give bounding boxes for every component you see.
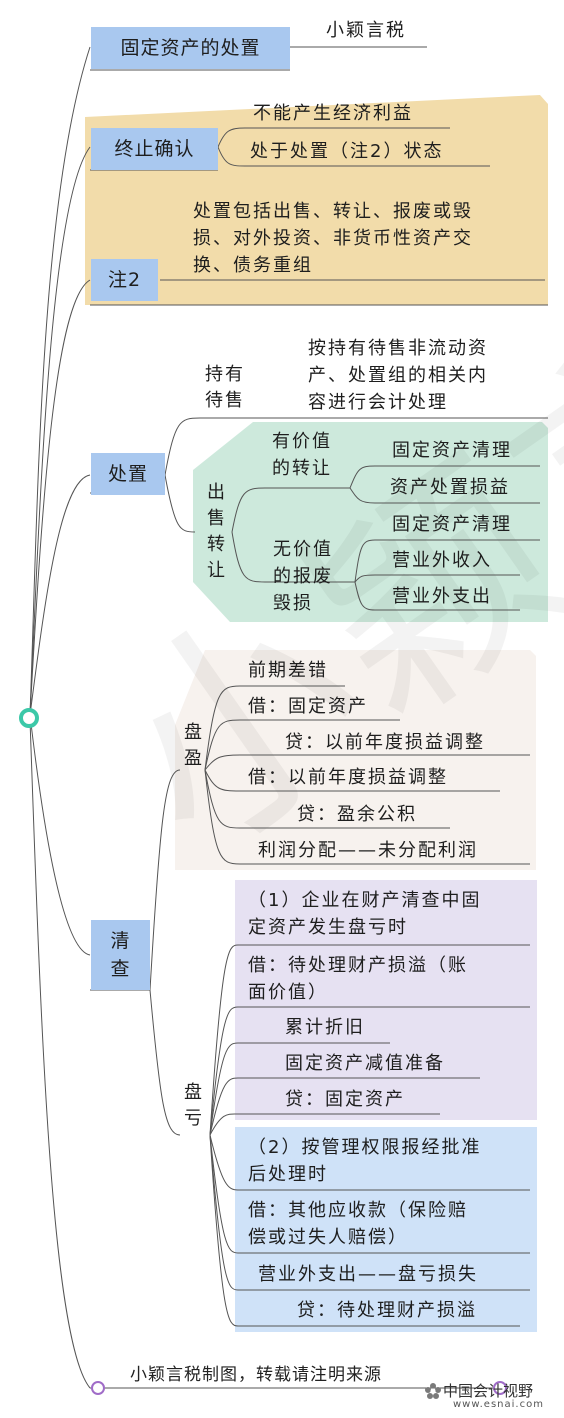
footer-circle [91, 1381, 105, 1395]
held-for-sale-label: 持有待售 [205, 362, 249, 414]
inventory-text: 清查 [110, 930, 131, 980]
loss-part1-debit-1: 借：待处理财产损溢（账 [248, 955, 468, 976]
surplus-item-5: 贷：盈余公积 [297, 804, 417, 825]
loss-part2-item-1: 营业外支出——盘亏损失 [258, 1264, 478, 1285]
sale-panel [193, 422, 548, 622]
loss-part2-item-2: 贷：待处理财产损溢 [297, 1300, 477, 1321]
loss-part1-debit-2: 面价值） [248, 982, 328, 1003]
loss-part2-head-2: 后处理时 [248, 1164, 328, 1185]
surplus-item-2: 借：固定资产 [248, 696, 368, 717]
loss-part2-panel [235, 1127, 537, 1332]
worthless-label-3: 毁损 [273, 593, 313, 614]
worthless-item-1: 固定资产清理 [392, 514, 512, 535]
node-termination[interactable]: 终止确认 [91, 128, 218, 170]
loss-part2-head-1: （2）按管理权限报经批准 [248, 1137, 482, 1158]
held-for-sale-label-text: 持有待售 [205, 364, 245, 411]
note2-line-1: 处置包括出售、转让、报废或毁 [193, 201, 473, 222]
note2-text: 注2 [107, 269, 142, 291]
loss-part1-panel [235, 880, 537, 1120]
loss-part1-head-1: （1）企业在财产清查中固 [248, 890, 482, 911]
termination-text: 终止确认 [114, 138, 195, 160]
note2-line-3: 换、债务重组 [193, 255, 313, 276]
disposal-text: 处置 [107, 463, 148, 485]
held-for-sale-line-1: 按持有待售非流动资 [308, 338, 488, 359]
author-label: 小颖言税 [326, 20, 406, 41]
disposal-title-text: 固定资产的处置 [120, 37, 261, 59]
surplus-label: 盘盈 [184, 722, 202, 769]
node-inventory[interactable]: 清查 [91, 920, 150, 990]
surplus-item-1: 前期差错 [248, 660, 328, 681]
loss-part2-debit-2: 偿或过失人赔偿） [248, 1227, 408, 1248]
footer-note: 小颖言税制图，转载请注明来源 [130, 1365, 382, 1385]
worthless-label-1: 无价值 [273, 539, 333, 560]
loss-part1-head-2: 定资产发生盘亏时 [248, 917, 408, 938]
valuable-label-2: 的转让 [272, 458, 332, 479]
note2-line-2: 损、对外投资、非货币性资产交 [193, 228, 473, 249]
worthless-label-2: 的报废 [273, 566, 333, 587]
logo-flower-icon [425, 1383, 441, 1399]
node-disposal[interactable]: 处置 [91, 453, 165, 495]
loss-part1-item-1: 累计折旧 [285, 1017, 365, 1038]
surplus-item-3: 贷：以前年度损益调整 [285, 732, 485, 753]
valuable-label-1: 有价值 [272, 431, 332, 452]
surplus-item-6: 利润分配——未分配利润 [258, 840, 478, 861]
valuable-item-2: 资产处置损益 [390, 477, 510, 498]
loss-part1-item-3: 贷：固定资产 [285, 1089, 405, 1110]
valuable-item-1: 固定资产清理 [392, 440, 512, 461]
logo-url: www.esnai.com [453, 1399, 544, 1410]
termination-item-2: 处于处置（注2）状态 [250, 141, 444, 162]
sale-label: 出售转让 [207, 482, 225, 581]
surplus-panel [175, 650, 536, 870]
worthless-item-3: 营业外支出 [392, 586, 492, 607]
site-logo[interactable]: 中国会计视野 www.esnai.com [423, 1380, 563, 1418]
logo-name: 中国会计视野 [443, 1382, 534, 1400]
held-for-sale-line-3: 容进行会计处理 [308, 392, 448, 413]
node-disposal-title[interactable]: 固定资产的处置 [91, 27, 290, 69]
node-note2[interactable]: 注2 [91, 259, 158, 301]
loss-part1-item-2: 固定资产减值准备 [285, 1053, 445, 1074]
held-for-sale-line-2: 产、处置组的相关内 [308, 365, 488, 386]
termination-item-1: 不能产生经济利益 [253, 103, 413, 124]
footer-circle-right [493, 1381, 507, 1395]
root-circle [19, 708, 39, 728]
loss-label: 盘亏 [184, 1082, 202, 1129]
worthless-item-2: 营业外收入 [392, 550, 492, 571]
loss-part2-debit-1: 借：其他应收款（保险赔 [248, 1200, 468, 1221]
surplus-item-4: 借：以前年度损益调整 [248, 767, 448, 788]
